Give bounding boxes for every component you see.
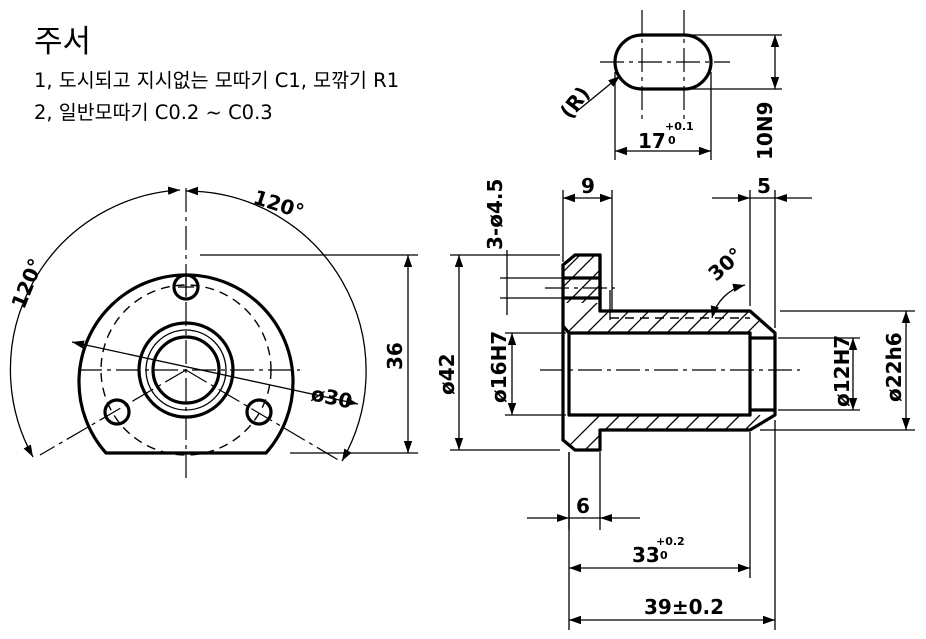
angle-arc-top [185,186,367,462]
keyway-width-lower-tol: 0 [668,134,676,147]
keyway-detail: 17 +0.1 0 10N9 (R) [555,10,782,160]
flange-thickness-label: 9 [581,174,595,198]
bolt-angle-top-label: 120° [250,185,307,224]
notes-block: 주서 1, 도시되고 지시없는 모따기 C1, 모깎기 R1 2, 일반모따기 … [34,24,399,124]
bolt-angle-left-label: 120° [6,255,48,312]
keyway-width-value: 17 [638,129,666,153]
relief-length-label: 6 [576,494,590,518]
overall-length-label: 39±0.2 [644,595,724,619]
note-line-1: 1, 도시되고 지시없는 모따기 C1, 모깎기 R1 [34,69,399,92]
bore-entry-chamfer [561,324,571,335]
keyway-width-label: 17 +0.1 0 [638,120,694,153]
angle-arc-left [9,186,181,458]
note-line-2: 2, 일반모따기 C0.2 ~ C0.3 [34,101,273,124]
dim6-arrow-right [600,514,612,522]
section-view: 3-ø4.5 ø42 ø16H7 ø12H7 ø22h6 9 5 [435,174,915,630]
section-outer-outline [561,253,777,452]
bolt-hole-right [245,398,273,426]
bore-depth-upper-tol: +0.2 [656,535,685,548]
bore-depth-lower-tol: 0 [660,549,668,562]
bore-depth-value: 33 [632,543,660,567]
flange-diameter-label: ø42 [435,353,459,395]
chamfer-angle-arc [710,283,746,319]
keyway-height-label: 10N9 [753,102,777,161]
bore-depth-label: 33 +0.2 0 [632,535,685,567]
chamfer-angle-label: 30° [703,243,747,286]
keyway-width-upper-tol: +0.1 [665,120,694,133]
shaft-diameter-label: ø22h6 [882,332,906,402]
dim5-arrow-right [775,194,787,202]
pitch-diameter-label: ø30 [309,381,355,413]
bore-diameter-label: ø16H7 [487,331,511,403]
flat-height-label: 36 [383,342,407,370]
dim6-arrow-left [557,514,569,522]
end-chamfer-label: 5 [757,174,771,198]
keyway-radius-leader [575,75,621,113]
notes-title: 주서 [34,24,91,60]
end-bore-chamfer [748,336,777,412]
bolt-holes-label: 3-ø4.5 [483,179,507,250]
end-bore-diameter-label: ø12H7 [830,335,854,407]
keyway-radius-label: (R) [555,82,595,123]
front-view: 120° 120° ø30 36 [6,185,418,478]
dim5-arrow-left [738,194,750,202]
pitch-diameter-leader [71,340,359,406]
